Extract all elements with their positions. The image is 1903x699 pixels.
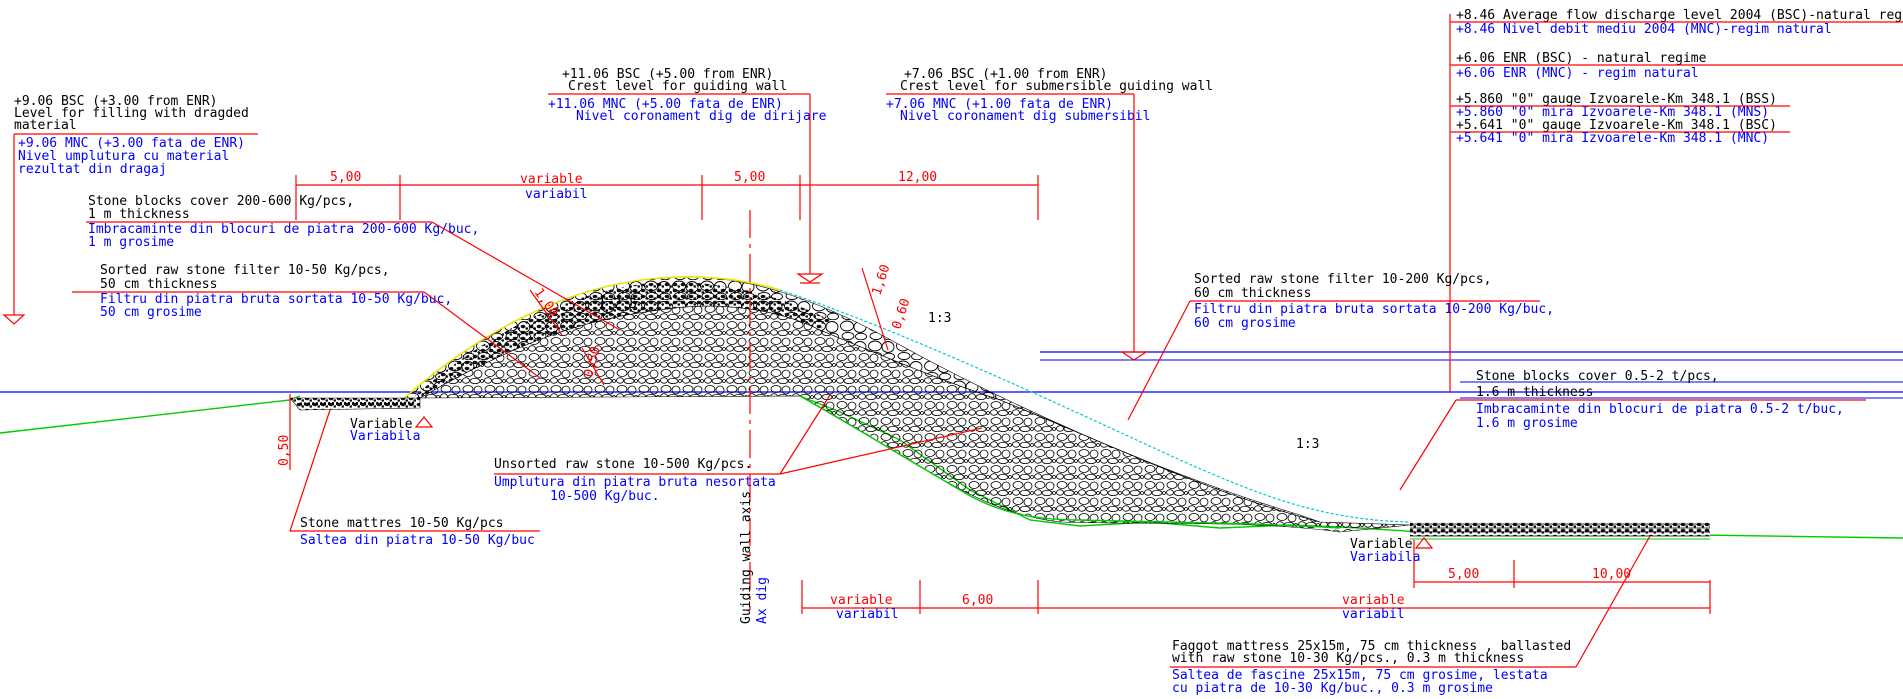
filter-small-ro2: 50 cm grosime bbox=[100, 305, 202, 320]
right-level-6: +5.641 "0" gauge Izvoarele-Km 348.1 (BSC… bbox=[1456, 118, 1777, 133]
crest-level-bsc: +11.06 BSC (+5.00 from ENR) bbox=[562, 67, 773, 82]
slope-2: 1:3 bbox=[928, 311, 951, 326]
fascine-en1: Faggot mattress 25x15m, 75 cm thickness … bbox=[1172, 639, 1571, 654]
fill-level-mnc: +9.06 MNC (+3.00 fata de ENR) bbox=[18, 136, 245, 151]
right-level-4: +5.860 "0" gauge Izvoarele-Km 348.1 (BSS… bbox=[1456, 92, 1777, 107]
cover-small-ro2: 1 m grosime bbox=[88, 235, 174, 250]
left-toe-marker bbox=[414, 416, 434, 428]
cover-large-ro1: Imbracaminte din blocuri de piatra 0.5-2… bbox=[1476, 402, 1844, 417]
right-level-0: +8.46 Average flow discharge level 2004 … bbox=[1456, 8, 1903, 23]
filter-small-en1: Sorted raw stone filter 10-50 Kg/pcs, bbox=[100, 263, 390, 278]
right-level-2: +6.06 ENR (BSC) - natural regime bbox=[1456, 51, 1707, 66]
dim-bottom-4: variabil bbox=[1342, 607, 1405, 622]
filter-large-ro1: Filtru din piatra bruta sortata 10-200 K… bbox=[1194, 302, 1554, 317]
dike-outer-slope bbox=[399, 276, 781, 403]
fill-level-ro1: Nivel umplutura cu material bbox=[18, 149, 229, 164]
cover-small-en1: Stone blocks cover 200-600 Kg/pcs, bbox=[88, 194, 354, 209]
core-ro2: 10-500 Kg/buc. bbox=[550, 489, 660, 504]
sub-level-en: Crest level for submersible guiding wall bbox=[900, 79, 1213, 94]
filter-small-ro1: Filtru din piatra bruta sortata 10-50 Kg… bbox=[100, 292, 452, 307]
fascine-ro1: Saltea de fascine 25x15m, 75 cm grosime,… bbox=[1172, 668, 1548, 683]
filter-large-ro2: 60 cm grosime bbox=[1194, 316, 1296, 331]
dike-base bbox=[799, 395, 1341, 529]
fascine-ro2: cu piatra de 10-30 Kg/buc., 0.3 m grosim… bbox=[1172, 681, 1493, 696]
crest-level-mnc: +11.06 MNC (+5.00 fata de ENR) bbox=[548, 97, 783, 112]
mattress-en: Stone mattres 10-50 Kg/pcs bbox=[300, 516, 504, 531]
fascine-mattress bbox=[1410, 522, 1710, 540]
dim-right-1: 10,00 bbox=[1592, 567, 1631, 582]
slope-3: 1:3 bbox=[1296, 437, 1319, 452]
slope-1: 1:2.5 bbox=[598, 297, 637, 312]
crest-level-ro: Nivel coronament dig de dirijare bbox=[576, 109, 827, 124]
right-toe-en: Variable bbox=[1350, 537, 1413, 552]
right-level-5: +5.860 "0" mira Izvoarele-Km 348.1 (MNS) bbox=[1456, 105, 1769, 120]
axis-label-ro: Ax dig bbox=[755, 577, 770, 624]
right-toe-marker bbox=[1414, 537, 1434, 549]
sub-level-ro: Nivel coronament dig submersibil bbox=[900, 109, 1150, 124]
thick-060: 0,60 bbox=[890, 297, 914, 331]
thick-160: 1,60 bbox=[870, 263, 894, 297]
filter-small-en2: 50 cm thickness bbox=[100, 277, 217, 292]
dim-right-0: 5,00 bbox=[1448, 567, 1479, 582]
dim-bottom-3: variable bbox=[1342, 593, 1405, 608]
crest-level-marker bbox=[796, 273, 824, 283]
dim-bottom-1: variabil bbox=[836, 607, 899, 622]
sub-level-marker bbox=[1120, 351, 1148, 361]
dim-top-3: 5,00 bbox=[734, 170, 765, 185]
cover-large-en1: Stone blocks cover 0.5-2 t/pcs, bbox=[1476, 369, 1719, 384]
dike-seaward-slope bbox=[779, 289, 1411, 523]
sub-level-bsc: +7.06 BSC (+1.00 from ENR) bbox=[904, 67, 1108, 82]
axis-label-en: Guiding wall axis bbox=[739, 491, 754, 624]
stone-mattress-left bbox=[289, 397, 421, 411]
dim-top-1: variable bbox=[520, 172, 583, 187]
filter-large-en1: Sorted raw stone filter 10-200 Kg/pcs, bbox=[1194, 272, 1491, 287]
cover-large-ro2: 1.6 m grosime bbox=[1476, 416, 1578, 431]
dim-top-4: 12,00 bbox=[898, 170, 937, 185]
right-level-1: +8.46 Nivel debit mediu 2004 (MNC)-regim… bbox=[1456, 22, 1832, 37]
right-level-7: +5.641 "0" mira Izvoarele-Km 348.1 (MNC) bbox=[1456, 131, 1769, 146]
core-ro1: Umplutura din piatra bruta nesortata bbox=[494, 475, 776, 490]
left-toe-dim: 0,50 bbox=[277, 435, 292, 466]
dim-bottom-2: 6,00 bbox=[962, 593, 993, 608]
cover-small-en2: 1 m thickness bbox=[88, 207, 190, 222]
sub-level-mnc: +7.06 MNC (+1.00 fata de ENR) bbox=[886, 97, 1113, 112]
dim-top-2: variabil bbox=[525, 187, 588, 202]
fascine-en2: with raw stone 10-30 Kg/pcs., 0.3 m thic… bbox=[1172, 651, 1524, 666]
crest-level-en: Crest level for guiding wall bbox=[568, 79, 787, 94]
mattress-ro: Saltea din piatra 10-50 Kg/buc bbox=[300, 533, 535, 548]
fill-level-en2: material bbox=[14, 118, 77, 133]
dim-top-0: 5,00 bbox=[330, 170, 361, 185]
cover-small-ro1: Imbracaminte din blocuri de piatra 200-6… bbox=[88, 222, 479, 237]
cover-large-en2: 1.6 m thickness bbox=[1476, 385, 1593, 400]
fill-level-en1: Level for filling with dragded bbox=[14, 106, 249, 121]
filter-large-en2: 60 cm thickness bbox=[1194, 286, 1311, 301]
fill-level-marker bbox=[2, 314, 26, 325]
left-toe-pebbles bbox=[299, 401, 416, 406]
core-en: Unsorted raw stone 10-500 Kg/pcs. bbox=[494, 457, 752, 472]
right-level-3: +6.06 ENR (MNC) - regim natural bbox=[1456, 66, 1699, 81]
left-toe-en: Variable bbox=[350, 417, 413, 432]
right-toe-ro: Variabila bbox=[1350, 550, 1420, 565]
fill-level-ro2: rezultat din dragaj bbox=[18, 162, 167, 177]
dim-bottom-0: variable bbox=[830, 593, 893, 608]
fill-level-bsc: +9.06 BSC (+3.00 from ENR) bbox=[14, 94, 218, 109]
left-toe-ro: Variabila bbox=[350, 429, 420, 444]
